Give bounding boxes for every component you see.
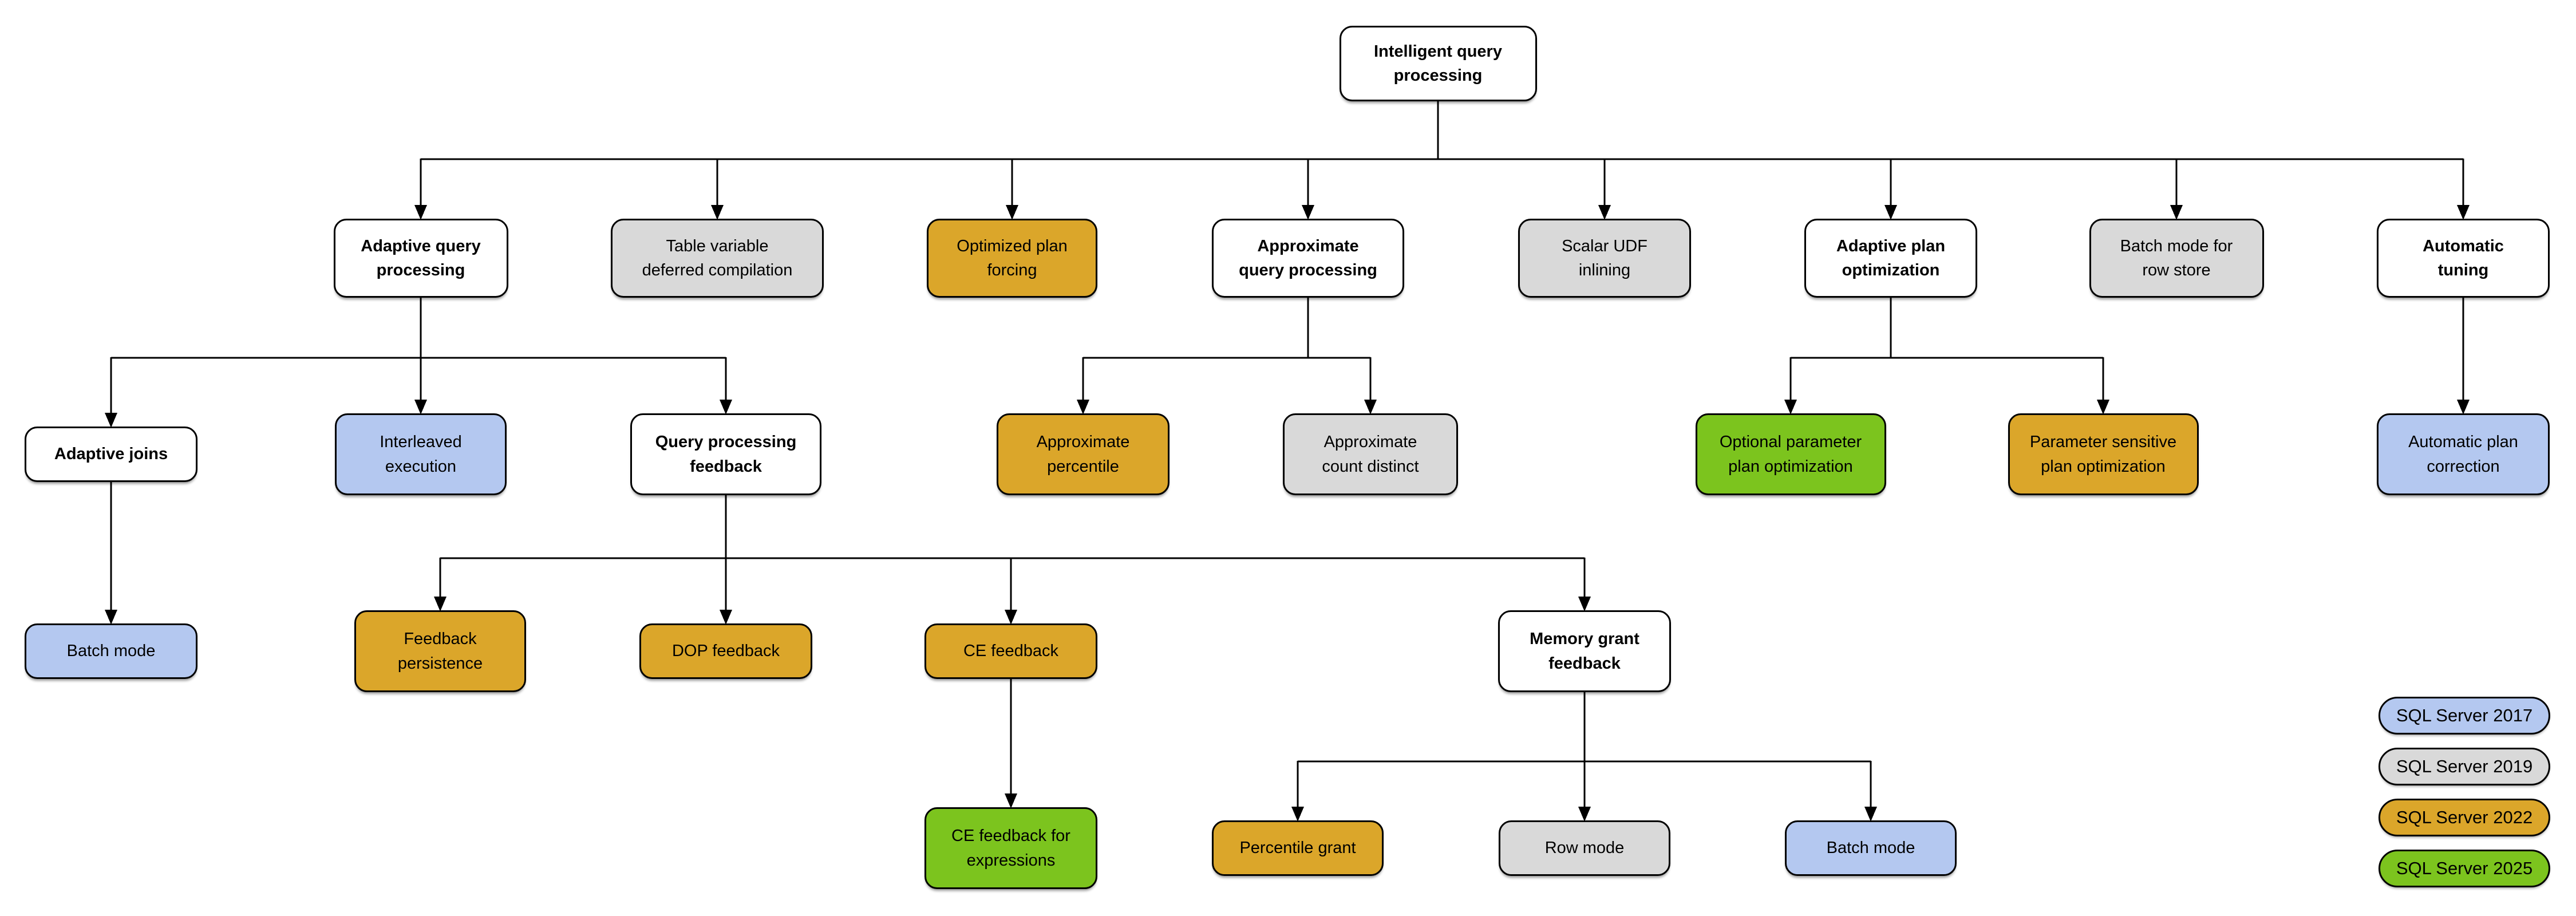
node-scalar-udf-inlining: Scalar UDF inlining (1518, 219, 1691, 298)
node-interleaved-execution: Interleaved execution (335, 413, 507, 495)
node-batch-mode-for-row-store: Batch mode for row store (2089, 219, 2264, 298)
node-ce-feedback: CE feedback (924, 623, 1097, 679)
node-approximate-query-processing: Approximate query processing (1212, 219, 1404, 298)
node-row-mode: Row mode (1499, 820, 1670, 876)
node-percentile-grant: Percentile grant (1212, 820, 1384, 876)
node-feedback-persistence: Feedback persistence (354, 610, 526, 692)
node-batch-mode: Batch mode (25, 623, 197, 679)
node-automatic-tuning: Automatic tuning (2377, 219, 2550, 298)
node-ce-feedback-for-expressions: CE feedback for expressions (924, 807, 1097, 889)
node-adaptive-query-processing: Adaptive query processing (333, 219, 508, 298)
node-approximate-count-distinct: Approximate count distinct (1283, 413, 1458, 495)
node-adaptive-plan-optimization: Adaptive plan optimization (1804, 219, 1977, 298)
node-dop-feedback: DOP feedback (639, 623, 812, 679)
legend-item-sql2019: SQL Server 2019 (2379, 748, 2550, 785)
node-batch-mode-2: Batch mode (1785, 820, 1957, 876)
node-parameter-sensitive-plan-optimization: Parameter sensitive plan optimization (2008, 413, 2199, 495)
node-memory-grant-feedback: Memory grant feedback (1498, 610, 1671, 692)
node-automatic-plan-correction: Automatic plan correction (2377, 413, 2550, 495)
node-optimized-plan-forcing: Optimized plan forcing (927, 219, 1097, 298)
node-table-variable-deferred-compilation: Table variable deferred compilation (611, 219, 824, 298)
legend-item-sql2022: SQL Server 2022 (2379, 799, 2550, 836)
node-approximate-percentile: Approximate percentile (997, 413, 1170, 495)
node-optional-parameter-plan-optimization: Optional parameter plan optimization (1695, 413, 1886, 495)
node-query-processing-feedback: Query processing feedback (630, 413, 821, 495)
node-intelligent-query-processing: Intelligent query processing (1339, 26, 1537, 101)
legend-item-sql2017: SQL Server 2017 (2379, 697, 2550, 735)
legend-item-sql2025: SQL Server 2025 (2379, 850, 2550, 887)
node-adaptive-joins: Adaptive joins (25, 427, 197, 482)
